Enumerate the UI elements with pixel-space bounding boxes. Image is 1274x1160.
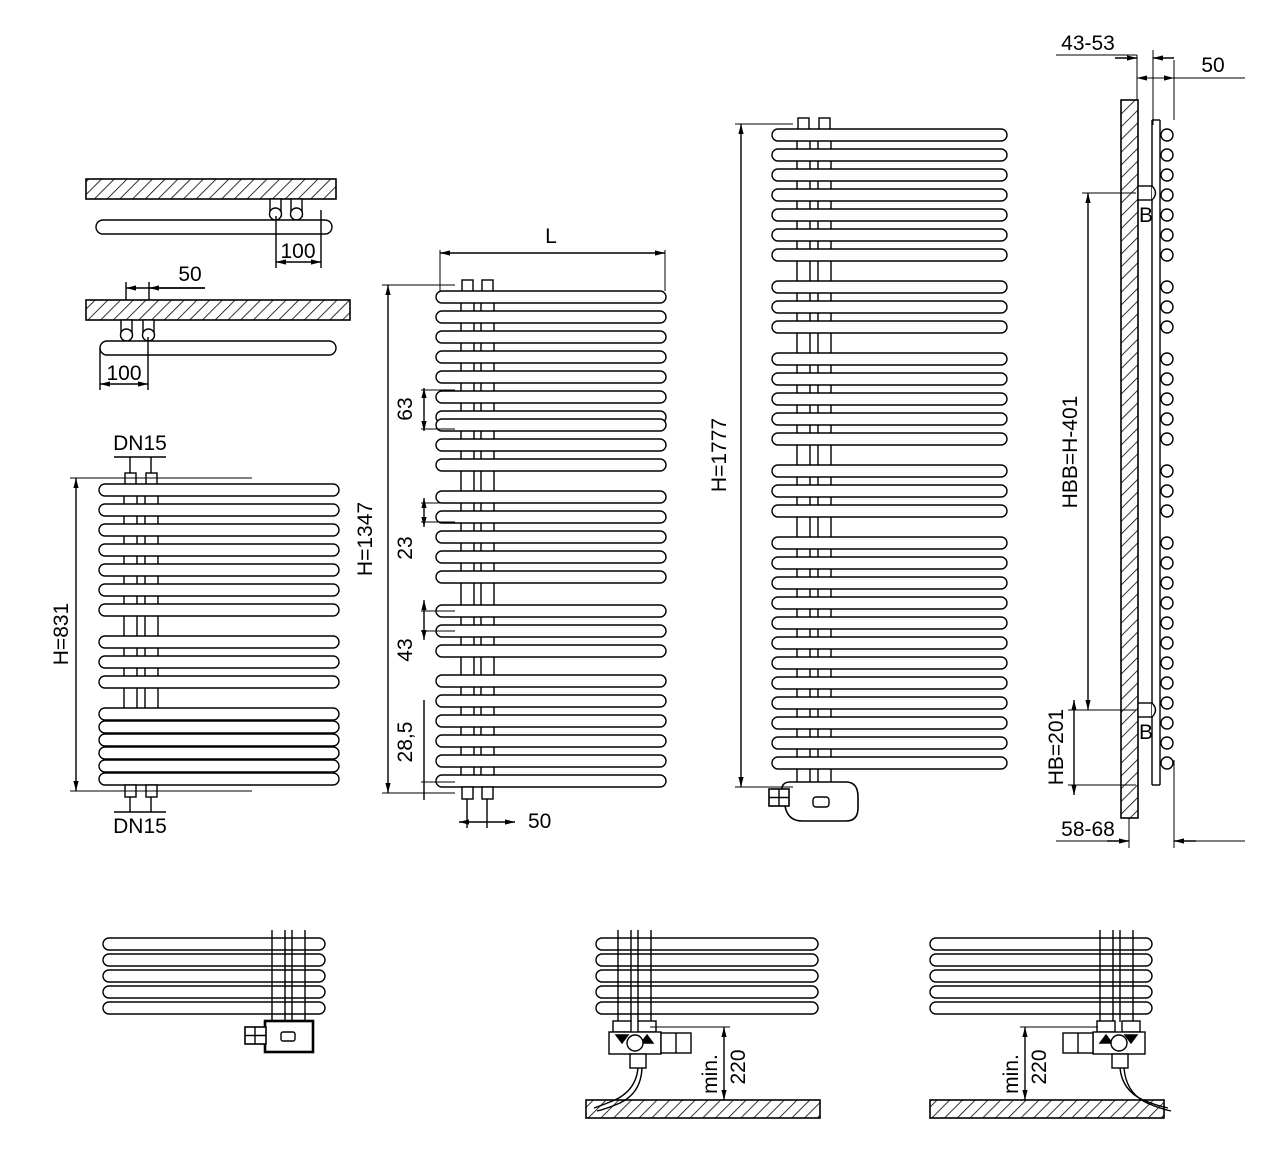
dim-50-bottom-label: 50 [528, 810, 551, 833]
radiator-front-medium: L [354, 225, 667, 833]
wall-detail-bottom: 50 100 [85, 263, 351, 390]
dim-100-top-label: 100 [280, 240, 315, 263]
min-label-1: min. [699, 1054, 722, 1094]
wall-detail-top: 100 [85, 178, 337, 268]
h831-label: H=831 [50, 603, 73, 665]
dim-100-bottom-label: 100 [106, 362, 141, 385]
h1347-label: H=1347 [354, 502, 377, 576]
dn15-top-label: DN15 [113, 432, 167, 455]
detail-valve-right-connection: min. 220 [929, 930, 1172, 1119]
dim-43-53-label: 43-53 [1061, 32, 1115, 55]
dim-220-label-1: 220 [727, 1049, 750, 1084]
h1777-label: H=1777 [708, 418, 731, 492]
detail-valve-left-connection: min. 220 [585, 930, 821, 1119]
dim-50-side-label: 50 [1201, 54, 1224, 77]
min-label-2: min. [1000, 1054, 1023, 1094]
radiator-front-large-electric: H=1777 [708, 117, 1008, 822]
dim-43-label: 43 [394, 638, 417, 661]
dim-220-label-2: 220 [1028, 1049, 1051, 1084]
length-L-label: L [545, 225, 557, 248]
dn15-bottom-label: DN15 [113, 815, 167, 838]
radiator-front-small: DN15 DN15 [50, 432, 340, 838]
dim-50-top-label: 50 [178, 263, 201, 286]
dim-63-label: 63 [394, 397, 417, 420]
hbb-label: HBB=H-401 [1059, 396, 1082, 509]
hb-label: HB=201 [1045, 709, 1068, 785]
radiator-side-section: B B 43-53 50 HBB=H-401 HB=201 [1045, 32, 1245, 848]
dim-285-label: 28,5 [394, 722, 417, 763]
dim-23-label: 23 [394, 536, 417, 559]
dim-58-68-label: 58-68 [1061, 818, 1115, 841]
bracket-b-top-label: B [1139, 204, 1153, 227]
bracket-b-bottom-label: B [1139, 721, 1153, 744]
detail-electric-element [102, 930, 326, 1054]
